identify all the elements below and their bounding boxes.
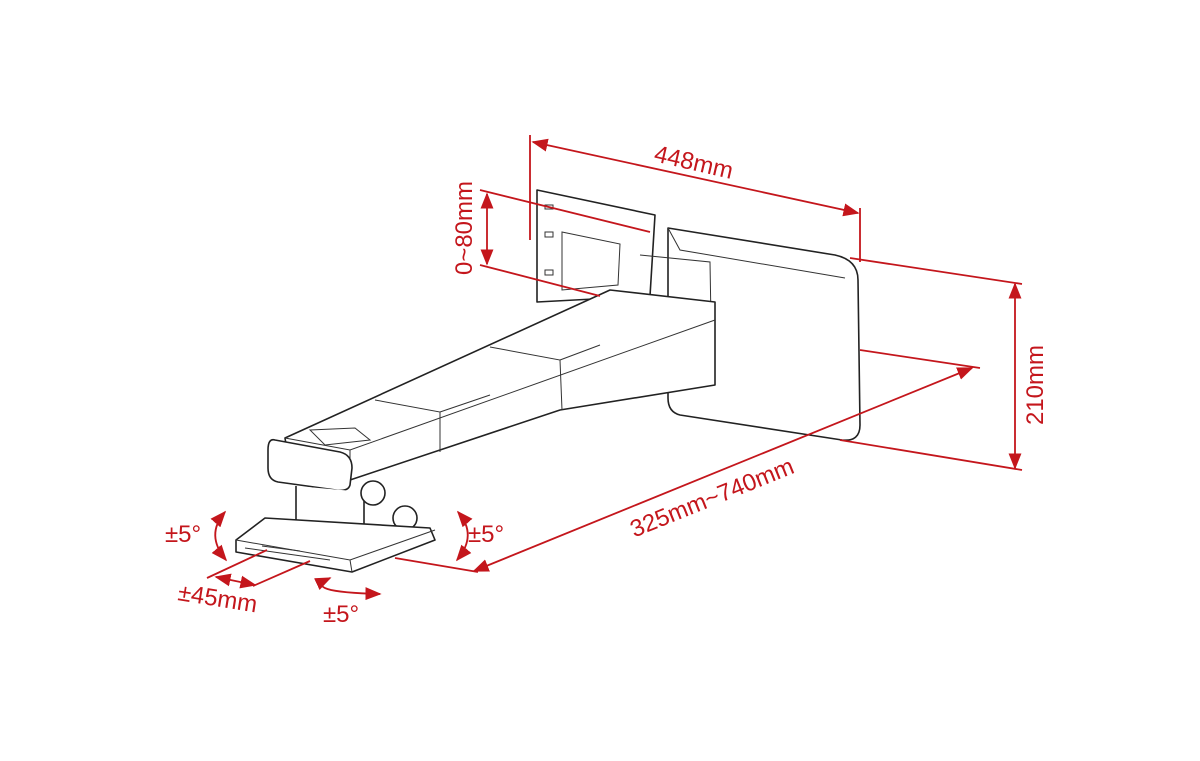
telescopic-arm	[284, 289, 716, 481]
mounting-plate	[235, 517, 436, 573]
roll-label: ±5°	[323, 601, 359, 628]
width-label: 448mm	[652, 141, 736, 185]
tilt-knob	[360, 480, 386, 506]
dimension-lines	[206, 135, 1023, 601]
swivel-label: ±5°	[468, 521, 504, 548]
vertical-adjust-label: 0~80mm	[451, 181, 478, 275]
tilt-label: ±5°	[165, 521, 201, 548]
height-label: 210mm	[1022, 345, 1049, 425]
shift-label: ±45mm	[176, 579, 259, 618]
